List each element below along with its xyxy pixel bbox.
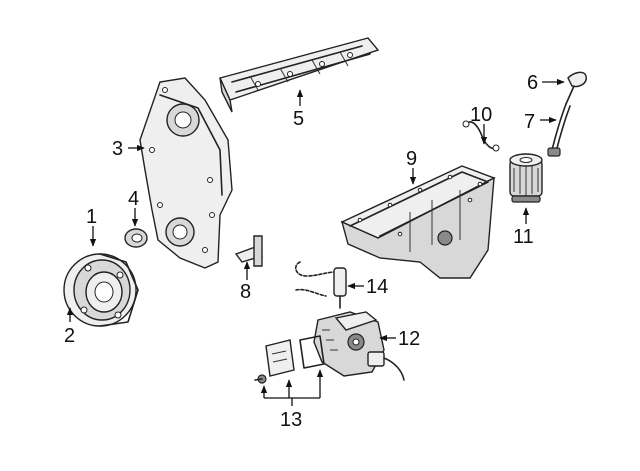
oil-filter-part [509,153,543,203]
callout-labels: 1 2 3 4 5 6 7 8 9 10 11 12 13 14 [64,72,538,431]
callout-6: 6 [527,72,538,94]
callout-3: 3 [112,138,123,160]
callout-1: 1 [86,206,97,228]
dipstick-part [565,71,587,105]
callout-13: 13 [280,409,302,431]
pump-cover-part [254,335,325,384]
injection-pump-part [313,311,405,381]
bracket-bolt-part [234,235,263,267]
oil-pan-part [340,165,496,279]
callout-12: 12 [398,328,420,350]
callout-10: 10 [470,104,492,126]
callout-9: 9 [406,148,417,170]
callout-14: 14 [366,276,388,298]
callout-2: 2 [64,325,75,347]
valve-cover-part [219,37,380,113]
callout-7: 7 [524,111,535,133]
dipstick-tube-part [547,103,571,157]
sensor-harness-part [294,261,347,309]
crank-seal-part [124,228,148,248]
callout-11: 11 [513,226,534,248]
front-cover-part [139,77,233,269]
damper-pulley-part [63,253,139,327]
leader-lines [66,78,565,406]
clip-part [462,120,500,152]
callout-8: 8 [240,281,251,303]
callout-4: 4 [128,188,139,210]
callout-5: 5 [293,108,304,130]
